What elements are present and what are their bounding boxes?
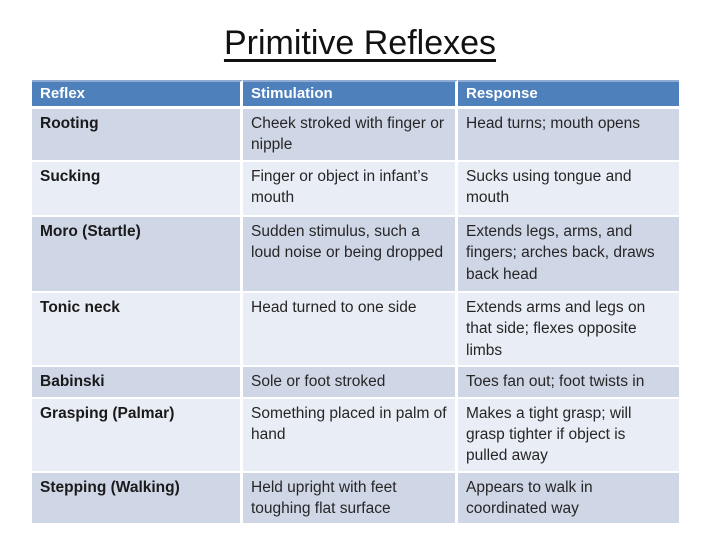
stimulation-cell: Head turned to one side (243, 293, 458, 368)
table-row: Sucking Finger or object in infant’s mou… (32, 162, 679, 217)
header-response: Response (458, 80, 679, 109)
reflex-cell: Sucking (32, 162, 243, 217)
response-cell: Extends legs, arms, and fingers; arches … (458, 217, 679, 293)
slide-title: Primitive Reflexes (223, 24, 497, 62)
table-row: Babinski Sole or foot stroked Toes fan o… (32, 367, 679, 399)
response-cell: Extends arms and legs on that side; flex… (458, 293, 679, 368)
stimulation-cell: Sole or foot stroked (243, 367, 458, 399)
table-row: Grasping (Palmar) Something placed in pa… (32, 398, 679, 473)
header-reflex: Reflex (32, 80, 243, 109)
stimulation-cell: Something placed in palm of hand (243, 398, 458, 473)
table-row: Tonic neck Head turned to one side Exten… (32, 293, 679, 368)
primitive-reflexes-table: Reflex Stimulation Response Rooting Chee… (32, 80, 679, 526)
stimulation-cell: Held upright with feet toughing flat sur… (243, 472, 458, 526)
response-cell: Toes fan out; foot twists in (458, 367, 679, 399)
table-row: Rooting Cheek stroked with finger or nip… (32, 109, 679, 162)
table-row: Stepping (Walking) Held upright with fee… (32, 472, 679, 526)
reflex-cell: Tonic neck (32, 293, 243, 368)
table-header-row: Reflex Stimulation Response (32, 80, 679, 109)
reflex-cell: Babinski (32, 367, 243, 399)
stimulation-cell: Cheek stroked with finger or nipple (243, 109, 458, 162)
response-cell: Appears to walk in coordinated way (458, 472, 679, 526)
header-stimulation: Stimulation (243, 80, 458, 109)
stimulation-cell: Sudden stimulus, such a loud noise or be… (243, 217, 458, 293)
reflex-cell: Rooting (32, 109, 243, 162)
response-cell: Makes a tight grasp; will grasp tighter … (458, 398, 679, 473)
response-cell: Sucks using tongue and mouth (458, 162, 679, 217)
table-row: Moro (Startle) Sudden stimulus, such a l… (32, 217, 679, 293)
stimulation-cell: Finger or object in infant’s mouth (243, 162, 458, 217)
reflex-cell: Grasping (Palmar) (32, 398, 243, 473)
reflex-cell: Stepping (Walking) (32, 472, 243, 526)
response-cell: Head turns; mouth opens (458, 109, 679, 162)
reflex-cell: Moro (Startle) (32, 217, 243, 293)
